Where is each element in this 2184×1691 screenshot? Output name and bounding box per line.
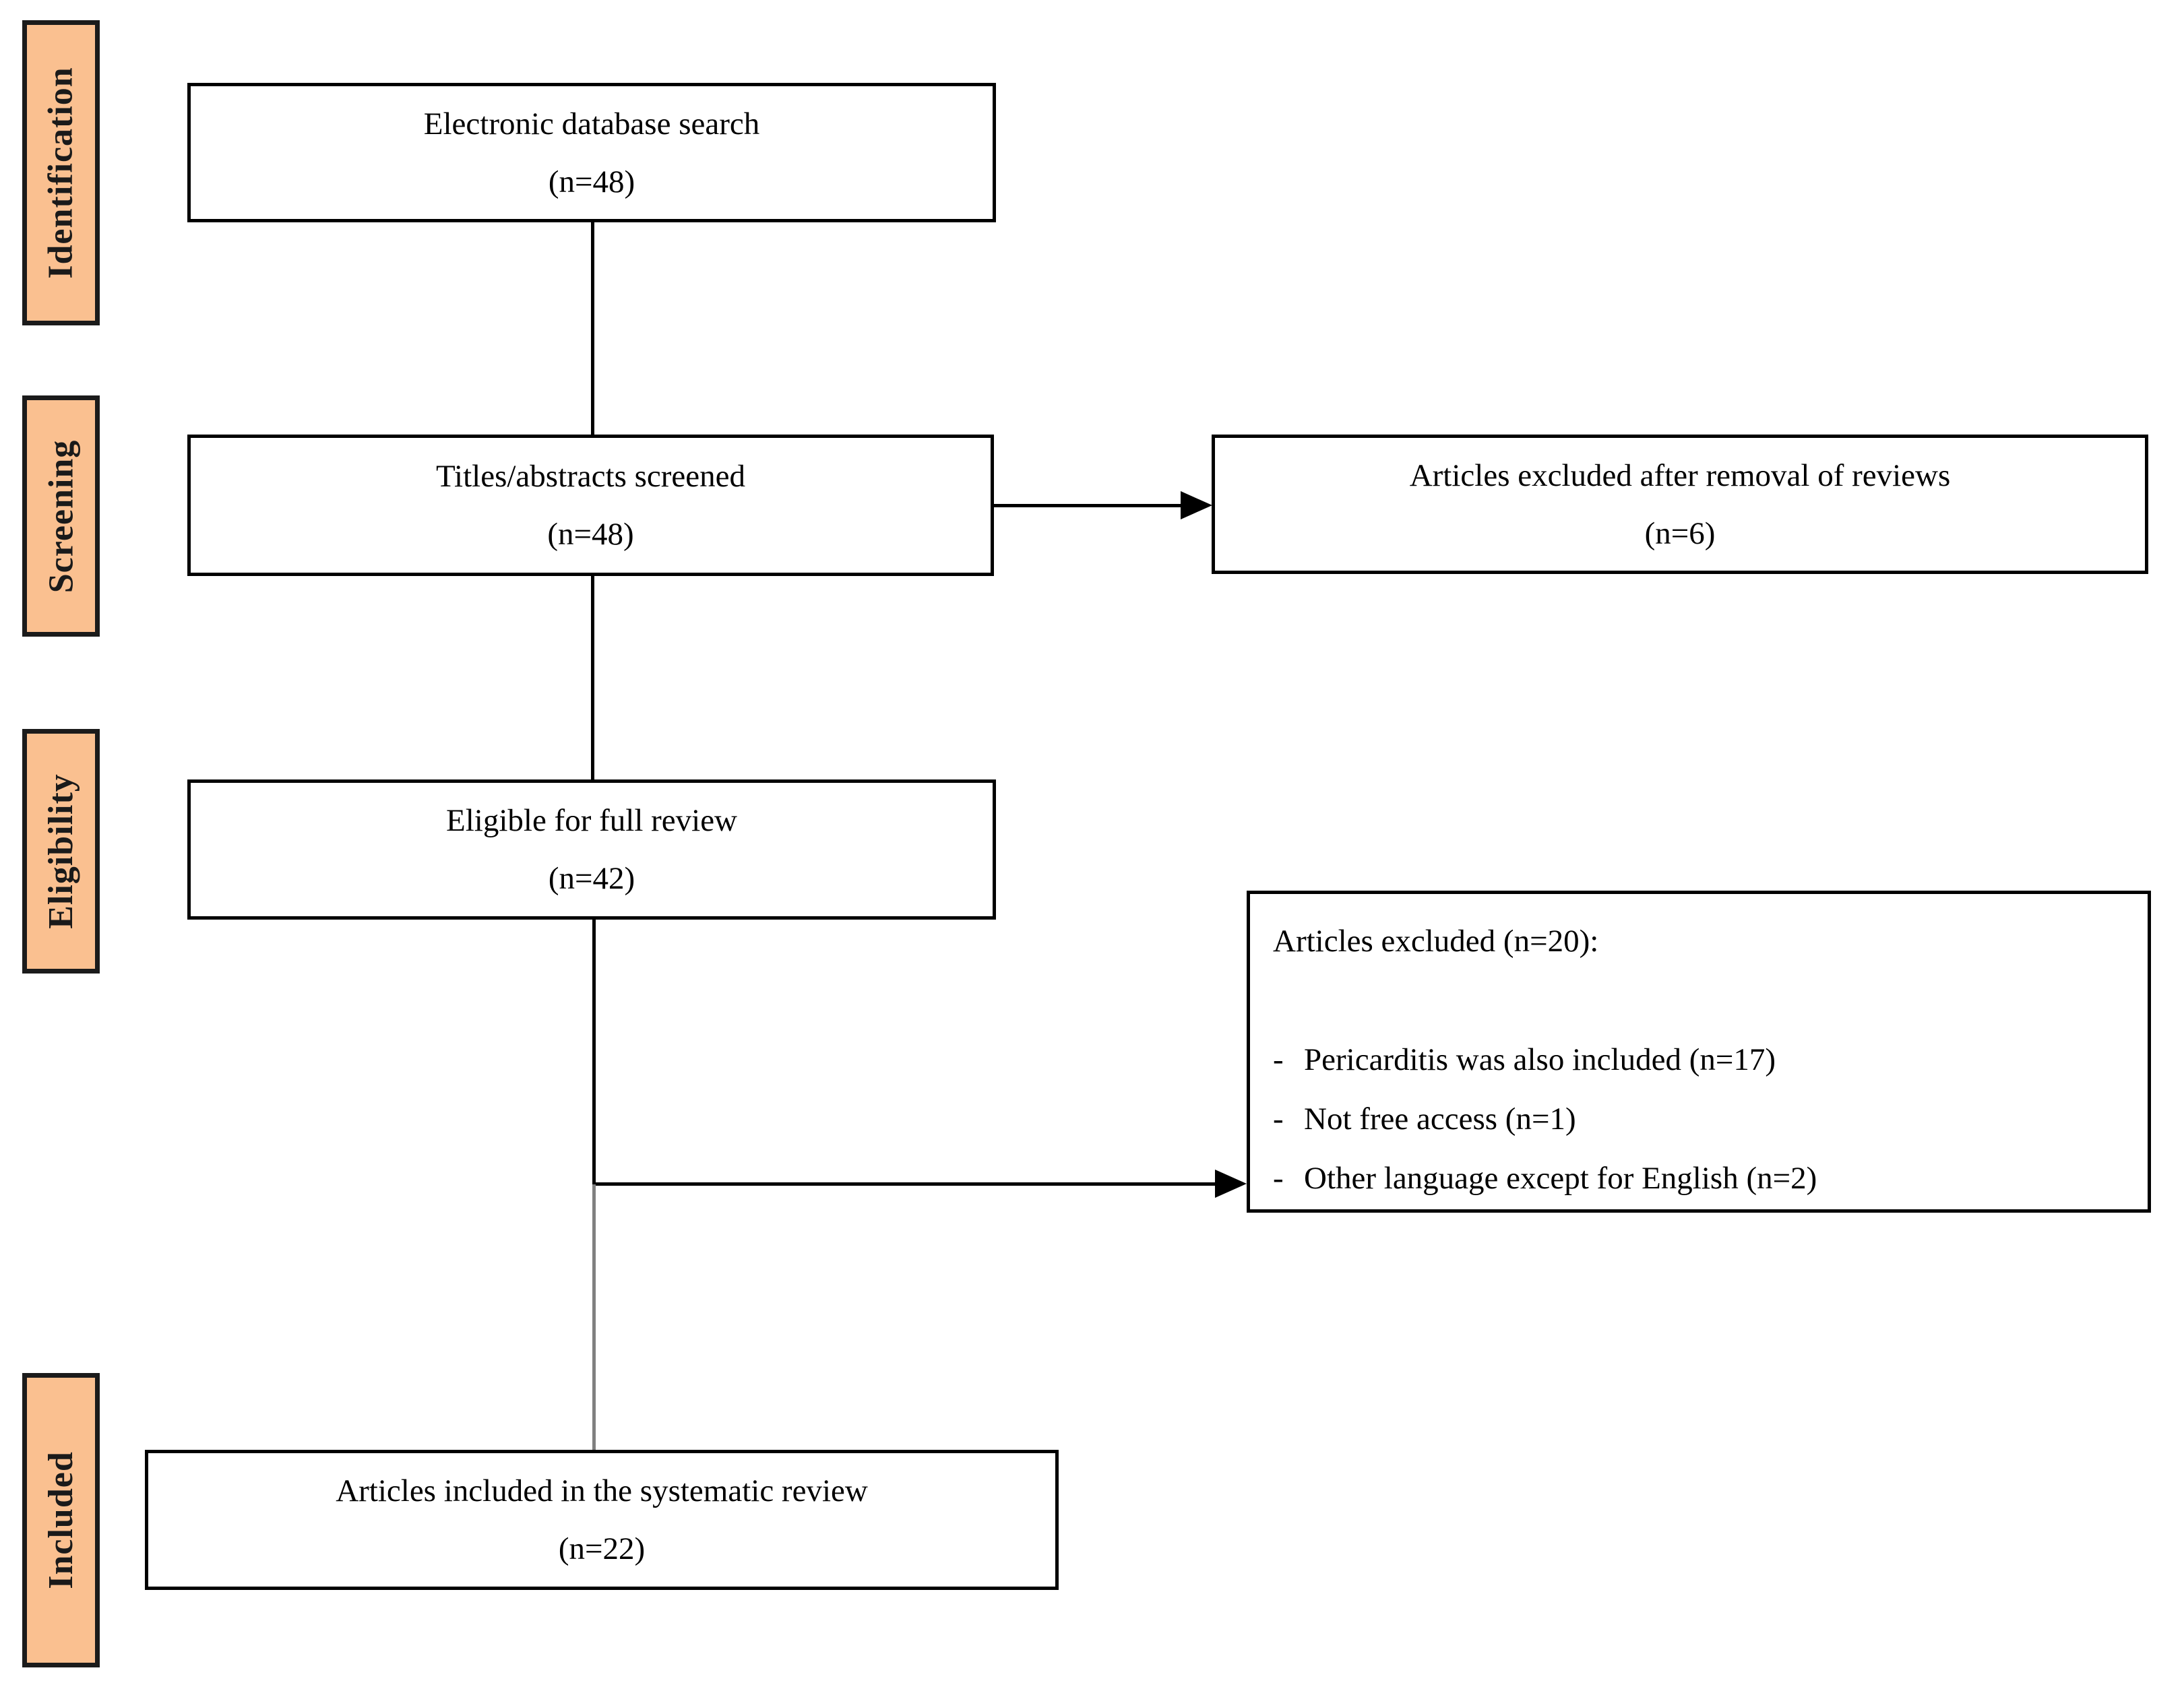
flow-box-screened: Titles/abstracts screened (n=48) (187, 435, 994, 576)
stage-label-included: Included (22, 1373, 100, 1667)
side-box-excluded-full-review: Articles excluded (n=20): - Pericarditis… (1247, 891, 2151, 1213)
flow-box-eligible-count: (n=42) (548, 861, 635, 896)
excluded-full-item-text: Not free access (n=1) (1304, 1102, 1576, 1137)
excluded-full-item-text: Other language except for English (n=2) (1304, 1161, 1817, 1196)
stage-label-eligibility-text: Eligibility (42, 773, 81, 929)
flow-box-included-count: (n=22) (558, 1531, 646, 1566)
stage-label-identification: Identification (22, 20, 100, 325)
flow-box-search: Electronic database search (n=48) (187, 83, 996, 222)
excluded-full-item: - Other language except for English (n=2… (1273, 1149, 2125, 1208)
arrowhead-icon (1181, 491, 1212, 519)
excluded-full-title: Articles excluded (n=20): (1273, 924, 1599, 959)
flow-box-included-line1: Articles included in the systematic revi… (336, 1473, 868, 1508)
side-box-excluded-reviews: Articles excluded after removal of revie… (1212, 435, 2148, 574)
excluded-full-item-dash: - (1273, 1042, 1284, 1077)
side-box-excluded-reviews-count: (n=6) (1644, 515, 1716, 551)
flow-box-included: Articles included in the systematic revi… (145, 1450, 1059, 1590)
excluded-full-item-text: Pericarditis was also included (n=17) (1304, 1042, 1776, 1077)
flow-box-eligible: Eligible for full review (n=42) (187, 779, 996, 920)
connector-screened-to-eligible (591, 576, 594, 779)
connector-junction-to-included (592, 1184, 596, 1450)
arrow-junction-to-excluded-shaft (592, 1182, 1218, 1186)
flow-box-search-line1: Electronic database search (423, 106, 760, 141)
stage-label-screening: Screening (22, 395, 100, 637)
flow-box-screened-line1: Titles/abstracts screened (435, 459, 745, 494)
excluded-full-item-dash: - (1273, 1102, 1284, 1137)
excluded-full-item: - Pericarditis was also included (n=17) (1273, 1030, 2125, 1089)
stage-label-included-text: Included (42, 1451, 80, 1589)
arrowhead-icon (1215, 1170, 1247, 1198)
arrow-screened-to-excluded-shaft (994, 504, 1184, 507)
flow-box-eligible-line1: Eligible for full review (446, 803, 737, 838)
side-box-excluded-reviews-line1: Articles excluded after removal of revie… (1409, 457, 1951, 493)
connector-eligible-to-junction (592, 920, 596, 1186)
stage-label-screening-text: Screening (42, 439, 80, 593)
excluded-full-item: - Not free access (n=1) (1273, 1089, 2125, 1149)
connector-search-to-screened (591, 222, 594, 435)
flow-box-screened-count: (n=48) (547, 517, 634, 552)
stage-label-eligibility: Eligibility (22, 729, 100, 974)
flow-box-search-count: (n=48) (548, 164, 635, 199)
stage-label-identification-text: Identification (42, 67, 81, 279)
excluded-full-item-dash: - (1273, 1161, 1284, 1196)
